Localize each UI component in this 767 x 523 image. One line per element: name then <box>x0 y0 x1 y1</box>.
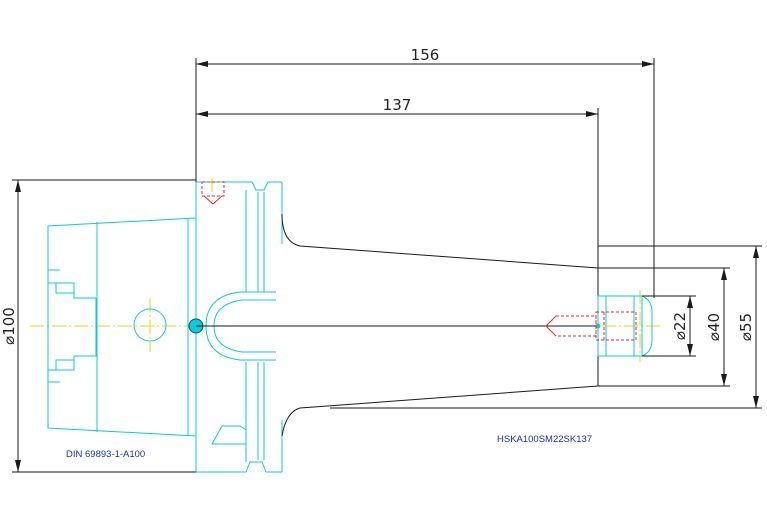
arrow-d40-bottom <box>721 374 727 386</box>
arrow-137-right <box>586 111 598 117</box>
top-threaded-hole <box>201 181 225 197</box>
arrow-156-left <box>196 61 208 67</box>
tapered-body-outline <box>196 213 653 437</box>
shank-taper-outline <box>47 217 197 437</box>
dimension-annotations: 156 137 ⌀100 ⌀55 ⌀40 ⌀22 <box>0 46 762 473</box>
centerlines <box>30 178 660 362</box>
dim-text-d22: ⌀22 <box>671 312 689 340</box>
dim-text-d100: ⌀100 <box>0 307 18 345</box>
drive-slot-inner-bottom <box>55 359 74 370</box>
top-hole-drill-point <box>203 195 223 205</box>
part-number-label: HSKA100SM22SK137 <box>497 434 592 445</box>
arrow-d22-bottom <box>687 344 693 356</box>
hsk-shank-outline <box>47 217 197 437</box>
dim-text-156: 156 <box>411 46 440 64</box>
arrow-156-right <box>642 61 654 67</box>
nose-screw-head <box>595 311 637 341</box>
lower-keyway <box>211 425 247 445</box>
arrow-137-left <box>196 111 208 117</box>
flange-outline <box>188 181 283 473</box>
drive-slot-inner-top <box>55 283 74 294</box>
flange-top-groove <box>196 181 282 191</box>
standard-label: DIN 69893-1-A100 <box>66 449 145 460</box>
dim-text-d55: ⌀55 <box>737 313 755 341</box>
dim-text-d40: ⌀40 <box>705 313 723 341</box>
body-lower-taper <box>281 385 599 437</box>
nose-collet-chamfer <box>641 295 653 357</box>
arrow-d55-top <box>753 246 759 258</box>
dim-text-137: 137 <box>383 96 412 114</box>
nose-point-marker <box>595 323 601 329</box>
drive-slot <box>48 282 97 371</box>
arrow-d22-top <box>687 296 693 308</box>
arrow-d100-top <box>15 180 21 192</box>
flange-bottom-groove <box>196 461 282 473</box>
body-upper-taper <box>281 213 599 269</box>
hidden-features <box>201 181 637 341</box>
arrow-d40-top <box>721 268 727 280</box>
arrow-d100-bottom <box>15 460 21 472</box>
nose-screw-tip <box>545 315 557 337</box>
arrow-d55-bottom <box>753 396 759 408</box>
drive-hole <box>133 308 167 342</box>
